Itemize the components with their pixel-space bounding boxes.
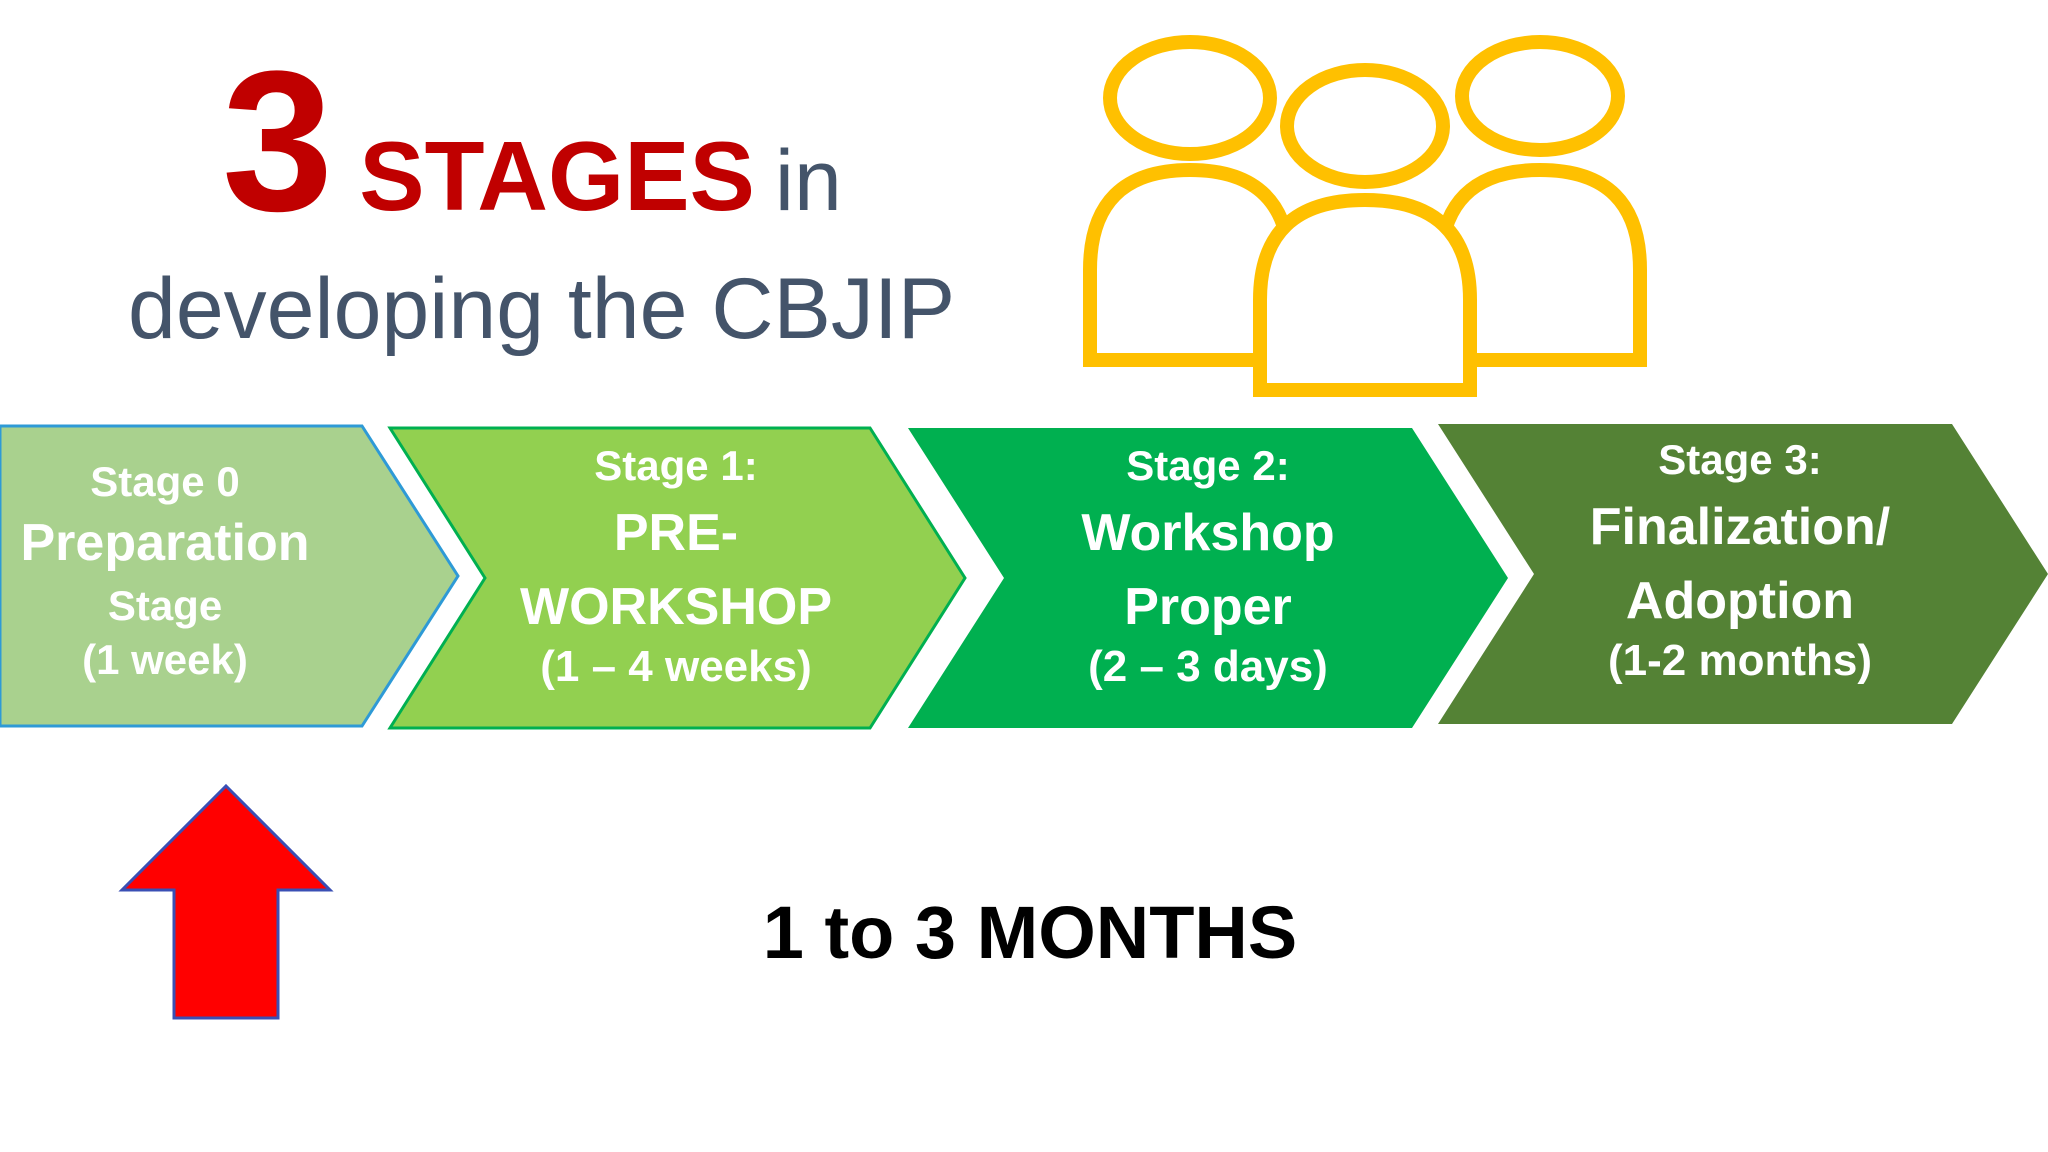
title-number: 3 xyxy=(222,30,334,253)
stage-3-duration: (1-2 months) xyxy=(1608,635,1872,685)
stage-2-chevron xyxy=(908,428,1508,728)
stage-2-duration: (2 – 3 days) xyxy=(1088,641,1328,691)
stage-0-text: Stage 0 Preparation Stage (1 week) xyxy=(0,458,330,685)
stage-2-label: Stage 2: xyxy=(1126,442,1290,489)
up-arrow-icon xyxy=(118,783,334,1020)
stage-3-chevron xyxy=(1438,424,2048,724)
people-group-icon xyxy=(1083,35,1647,397)
stage-0-name-2: Stage xyxy=(107,582,223,630)
title-in-word: in xyxy=(774,133,842,229)
title-stages-word: STAGES xyxy=(359,121,755,231)
stage-1-text: Stage 1: PRE- WORKSHOP (1 – 4 weeks) xyxy=(476,442,876,692)
stage-2-name: Workshop xyxy=(1081,504,1335,563)
total-duration: 1 to 3 MONTHS xyxy=(762,891,1298,974)
stage-0-label: Stage 0 xyxy=(90,458,240,505)
stage-1-name-2: WORKSHOP xyxy=(520,578,832,637)
stage-0-chevron xyxy=(0,424,460,728)
stage-1-name: PRE- xyxy=(613,504,739,563)
stage-1-label: Stage 1: xyxy=(594,442,758,489)
stage-3-text: Stage 3: Finalization/ Adoption (1-2 mon… xyxy=(1530,436,1950,686)
stage-flow xyxy=(0,424,2048,730)
stage-0-name: Preparation xyxy=(20,514,310,573)
stage-2-name-2: Proper xyxy=(1124,578,1292,637)
stage-3-label: Stage 3: xyxy=(1658,436,1822,483)
stage-3-name: Finalization/ xyxy=(1589,498,1891,557)
stage-3-name-2: Adoption xyxy=(1625,572,1855,631)
stage-2-text: Stage 2: Workshop Proper (2 – 3 days) xyxy=(1008,442,1408,692)
stage-1-duration: (1 – 4 weeks) xyxy=(540,641,812,691)
stage-1-chevron xyxy=(387,426,967,730)
stage-0-duration: (1 week) xyxy=(82,636,248,684)
title-line-2: developing the CBJIP xyxy=(128,261,956,357)
